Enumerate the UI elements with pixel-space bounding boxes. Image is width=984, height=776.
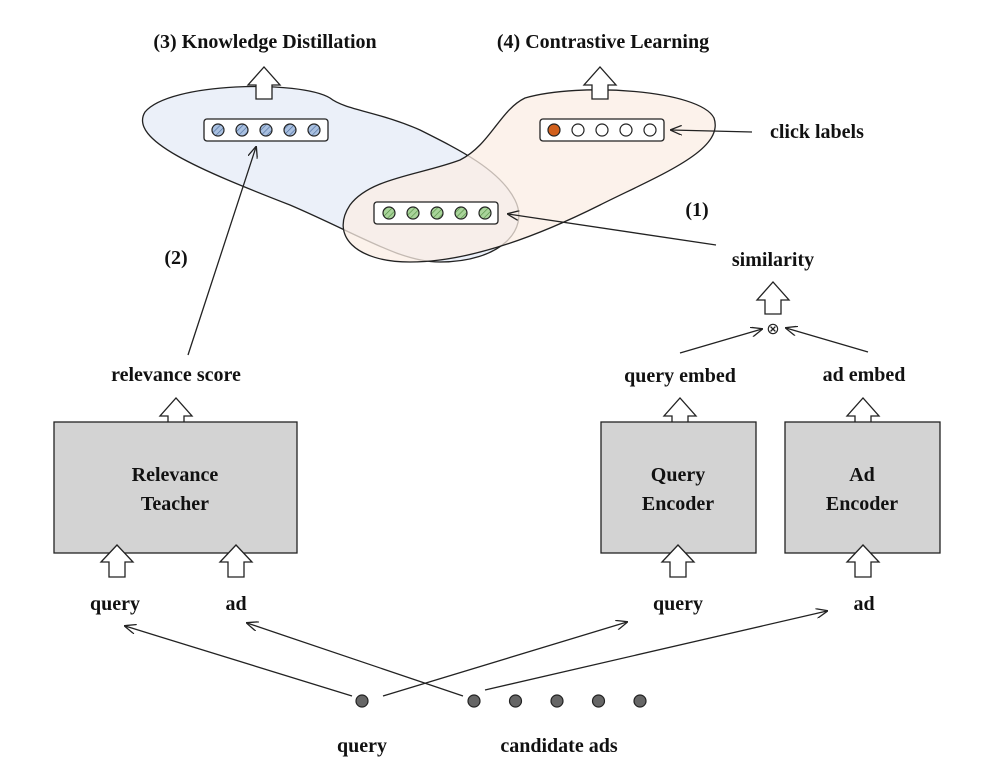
teacher-score-cell-2 bbox=[235, 123, 249, 137]
click-labels-label: click labels bbox=[770, 121, 864, 143]
query-encoder-line2: Encoder bbox=[642, 493, 714, 515]
up-block-arrow-similarity bbox=[755, 281, 791, 315]
up-block-arrow-teacher-ad-in bbox=[218, 544, 254, 578]
step-1-label: (1) bbox=[685, 199, 708, 221]
click-label-cell-1 bbox=[547, 123, 561, 137]
up-block-arrow-ad-encoder-in bbox=[845, 544, 881, 578]
click-label-cell-5 bbox=[643, 123, 657, 137]
click-label-cell-3 bbox=[595, 123, 609, 137]
candidate-ads-label: candidate ads bbox=[500, 735, 617, 757]
query-to-encoder-arrow bbox=[382, 622, 627, 697]
teacher-score-cell-4 bbox=[283, 123, 297, 137]
click-label-cell-2 bbox=[571, 123, 585, 137]
up-block-arrow-query-encoder-in bbox=[660, 544, 696, 578]
candidate-ad-dots bbox=[467, 694, 647, 708]
similarity-cell-2 bbox=[406, 206, 420, 220]
encoder-ad-input-label: ad bbox=[853, 593, 874, 615]
click-labels-arrow bbox=[671, 130, 753, 132]
similarity-cell-4 bbox=[454, 206, 468, 220]
candidate-ad-dot-5 bbox=[633, 694, 647, 708]
candidate-ad-dot-3 bbox=[550, 694, 564, 708]
query-embed-label: query embed bbox=[624, 365, 736, 387]
candidate-ad-dot-2 bbox=[508, 694, 523, 708]
candidate-ad-dot-4 bbox=[591, 694, 606, 708]
teacher-ad-input-label: ad bbox=[225, 593, 246, 615]
teacher-score-cells bbox=[211, 123, 321, 137]
product-icon: ⊗ bbox=[766, 319, 779, 338]
encoder-query-input-label: query bbox=[653, 593, 703, 615]
relevance-score-arrow bbox=[187, 147, 256, 356]
relevance-score-label: relevance score bbox=[111, 364, 241, 386]
ad-to-encoder-arrow bbox=[484, 611, 827, 691]
teacher-score-cell-5 bbox=[307, 123, 321, 137]
knowledge-distillation-title: (3) Knowledge Distillation bbox=[153, 31, 376, 53]
click-label-cells bbox=[547, 123, 657, 137]
relevance-teacher-line2: Teacher bbox=[141, 493, 209, 515]
query-encoder-line1: Query bbox=[651, 464, 705, 486]
ad-embed-label: ad embed bbox=[823, 364, 906, 386]
teacher-query-input-label: query bbox=[90, 593, 140, 615]
contrastive-learning-title: (4) Contrastive Learning bbox=[497, 31, 709, 53]
teacher-score-cell-1 bbox=[211, 123, 225, 137]
relevance-teacher-box bbox=[53, 421, 298, 554]
ad-encoder-box bbox=[784, 421, 941, 554]
up-block-arrow-cl bbox=[582, 66, 618, 100]
query-to-teacher-arrow bbox=[125, 626, 353, 697]
teacher-score-cell-3 bbox=[259, 123, 273, 137]
candidate-ad-dot-1 bbox=[467, 694, 481, 708]
similarity-arrow bbox=[508, 214, 717, 246]
ad-embed-to-product-arrow bbox=[786, 328, 869, 353]
similarity-cell-5 bbox=[478, 206, 492, 220]
similarity-label: similarity bbox=[732, 249, 814, 271]
query-encoder-box bbox=[600, 421, 757, 554]
step-2-label: (2) bbox=[164, 247, 187, 269]
ad-to-teacher-arrow bbox=[247, 623, 464, 697]
relevance-teacher-line1: Relevance bbox=[132, 464, 219, 486]
query-embed-to-product-arrow bbox=[679, 329, 762, 354]
similarity-cells bbox=[382, 206, 492, 220]
ad-encoder-line1: Ad bbox=[849, 464, 875, 486]
bottom-query-label: query bbox=[337, 735, 387, 757]
query-dot bbox=[355, 694, 369, 708]
up-block-arrow-teacher-query-in bbox=[99, 544, 135, 578]
similarity-cell-1 bbox=[382, 206, 396, 220]
up-block-arrow-kd bbox=[246, 66, 282, 100]
ad-encoder-line2: Encoder bbox=[826, 493, 898, 515]
click-label-cell-4 bbox=[619, 123, 633, 137]
similarity-cell-3 bbox=[430, 206, 444, 220]
